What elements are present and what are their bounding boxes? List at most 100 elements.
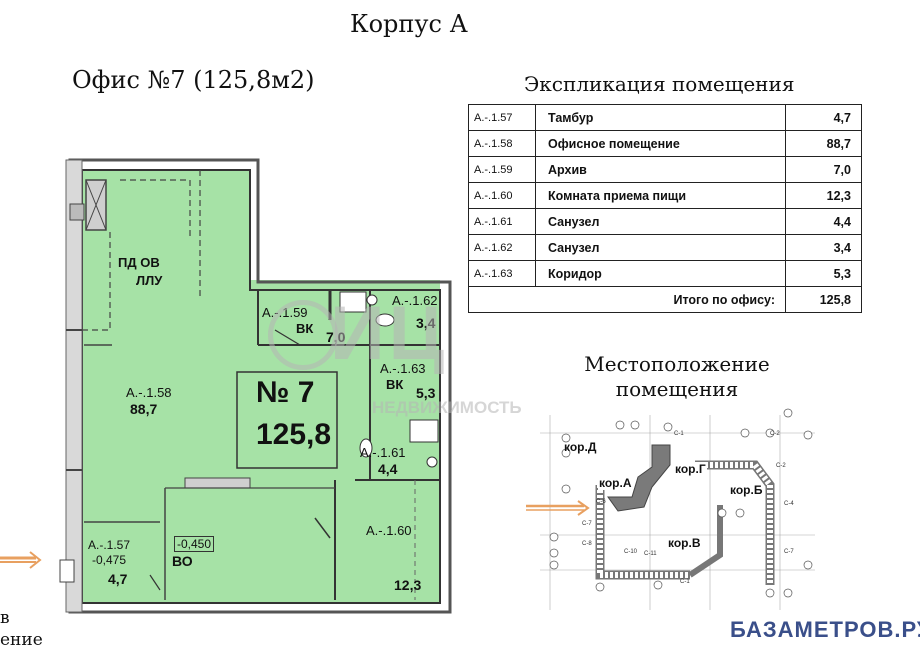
sink-icon (366, 294, 378, 306)
vo-level: -0,450 (174, 536, 215, 552)
axis-bubbles (549, 408, 813, 598)
room-area: 5,3 (785, 260, 862, 287)
room-name: Комната приема пищи (535, 182, 786, 209)
room-158-area: 88,7 (130, 401, 158, 417)
room-162-code: А.-.1.62 (392, 293, 438, 308)
table-total-row: Итого по офису: 125,8 (468, 286, 862, 313)
entrance-text-2: ение (0, 630, 43, 650)
room-161-area: 4,4 (378, 461, 398, 477)
building-outline (597, 485, 690, 578)
table-row: А.-.1.59 Архив 7,0 (468, 156, 862, 183)
arrow-head-icon (29, 551, 42, 569)
toilet-icon (359, 438, 373, 458)
room-name: Офисное помещение (535, 130, 786, 157)
location-title-line1: Местоположение (584, 352, 770, 376)
table-row: А.-.1.61 Санузел 4,4 (468, 208, 862, 235)
room-area: 4,4 (785, 208, 862, 235)
llu-label: ЛЛУ (136, 273, 163, 288)
office-number: № 7 (256, 376, 315, 409)
building-title: Корпус А (350, 10, 468, 38)
column (69, 203, 85, 221)
site-korpus-v: кор.В (668, 536, 701, 550)
room-163-tag: ВК (386, 377, 404, 392)
room-157-code: А.-.1.57 (88, 538, 131, 552)
room-160-code: А.-.1.60 (366, 523, 412, 538)
pd-label: ПД ОВ (118, 255, 160, 270)
site-korpus-g: кор.Г (674, 462, 707, 476)
site-korpus-a: кор.А (598, 476, 633, 490)
room-area: 88,7 (785, 130, 862, 157)
office-label-box (236, 371, 338, 469)
entrance-text-1: в (0, 608, 10, 628)
svg-text:С-6: С-6 (596, 499, 606, 505)
toilet-icon (375, 313, 395, 327)
room-163-area: 5,3 (416, 385, 436, 401)
watermark-logo-icon (268, 300, 338, 370)
svg-text:С-2: С-2 (770, 431, 780, 437)
room-163-code: А.-.1.63 (380, 361, 426, 376)
room-name: Архив (535, 156, 786, 183)
bath-fixture (339, 291, 367, 313)
site-korpus-d: кор.Д (564, 440, 597, 454)
room-code: А.-.1.63 (468, 260, 536, 287)
building-outline (695, 462, 773, 585)
svg-text:С-7: С-7 (582, 521, 592, 527)
entrance-door (59, 559, 75, 583)
door-leaf (314, 517, 331, 539)
svg-text:С-8: С-8 (582, 541, 592, 547)
table-row: А.-.1.63 Коридор 5,3 (468, 260, 862, 287)
room-code: А.-.1.62 (468, 234, 536, 261)
door-leaf (149, 574, 161, 591)
room-area: 12,3 (785, 182, 862, 209)
brand-logo: БАЗАМЕТРОВ.РУ (730, 617, 920, 642)
room-162-area: 3,4 (416, 315, 436, 331)
svg-text:С-10: С-10 (624, 549, 638, 555)
arrow-head-icon (577, 500, 590, 516)
dashed-partition (120, 179, 191, 240)
left-wall-strip (65, 159, 83, 613)
vo-label: ВО (172, 553, 193, 569)
table-row: А.-.1.58 Офисное помещение 88,7 (468, 130, 862, 157)
room-name: Санузел (535, 208, 786, 235)
fixture-icon (426, 456, 438, 468)
explication-table: А.-.1.57 Тамбур 4,7 А.-.1.58 Офисное пом… (468, 104, 862, 313)
site-arrow (526, 500, 590, 516)
watermark-text: НЕДВИЖИМОСТЬ (372, 398, 522, 417)
room-code: А.-.1.58 (468, 130, 536, 157)
room-160-area: 12,3 (394, 577, 422, 593)
hatched-wall (184, 477, 251, 489)
room-name: Тамбур (535, 104, 786, 131)
total-label: Итого по офису: (535, 286, 786, 313)
dashed-partition (82, 232, 111, 331)
room-code: А.-.1.57 (468, 104, 536, 131)
svg-text:С-1: С-1 (674, 431, 684, 437)
room-158-code: А.-.1.58 (126, 385, 172, 400)
site-korpus-b: кор.Б (730, 483, 763, 497)
total-value: 125,8 (785, 286, 862, 313)
room-157-level: -0,475 (92, 553, 127, 567)
room-157-area: 4,7 (108, 571, 128, 587)
svg-text:С-4: С-4 (784, 501, 794, 507)
table-row: А.-.1.60 Комната приема пищи 12,3 (468, 182, 862, 209)
shaft-cross (85, 179, 107, 231)
room-code: А.-.1.60 (468, 182, 536, 209)
room-161-code: А.-.1.61 (360, 445, 406, 460)
table-row: А.-.1.62 Санузел 3,4 (468, 234, 862, 261)
svg-text:С-1: С-1 (680, 579, 690, 585)
location-title: Местоположение помещения (582, 352, 772, 402)
room-name: Санузел (535, 234, 786, 261)
svg-text:С-7: С-7 (784, 549, 794, 555)
location-title-line2: помещения (615, 377, 739, 401)
office-area: 125,8 (256, 418, 332, 451)
svg-text:С-2: С-2 (776, 463, 786, 469)
office-title: Офис №7 (125,8м2) (72, 66, 315, 94)
watermark-logo-text: ИЦ (330, 291, 449, 376)
svg-text:С-11: С-11 (644, 551, 657, 557)
highlight-korpus-a (607, 444, 671, 512)
table-row: А.-.1.57 Тамбур 4,7 (468, 104, 862, 131)
building-outline (688, 505, 723, 578)
room-area: 7,0 (785, 156, 862, 183)
sink-icon (409, 419, 439, 443)
